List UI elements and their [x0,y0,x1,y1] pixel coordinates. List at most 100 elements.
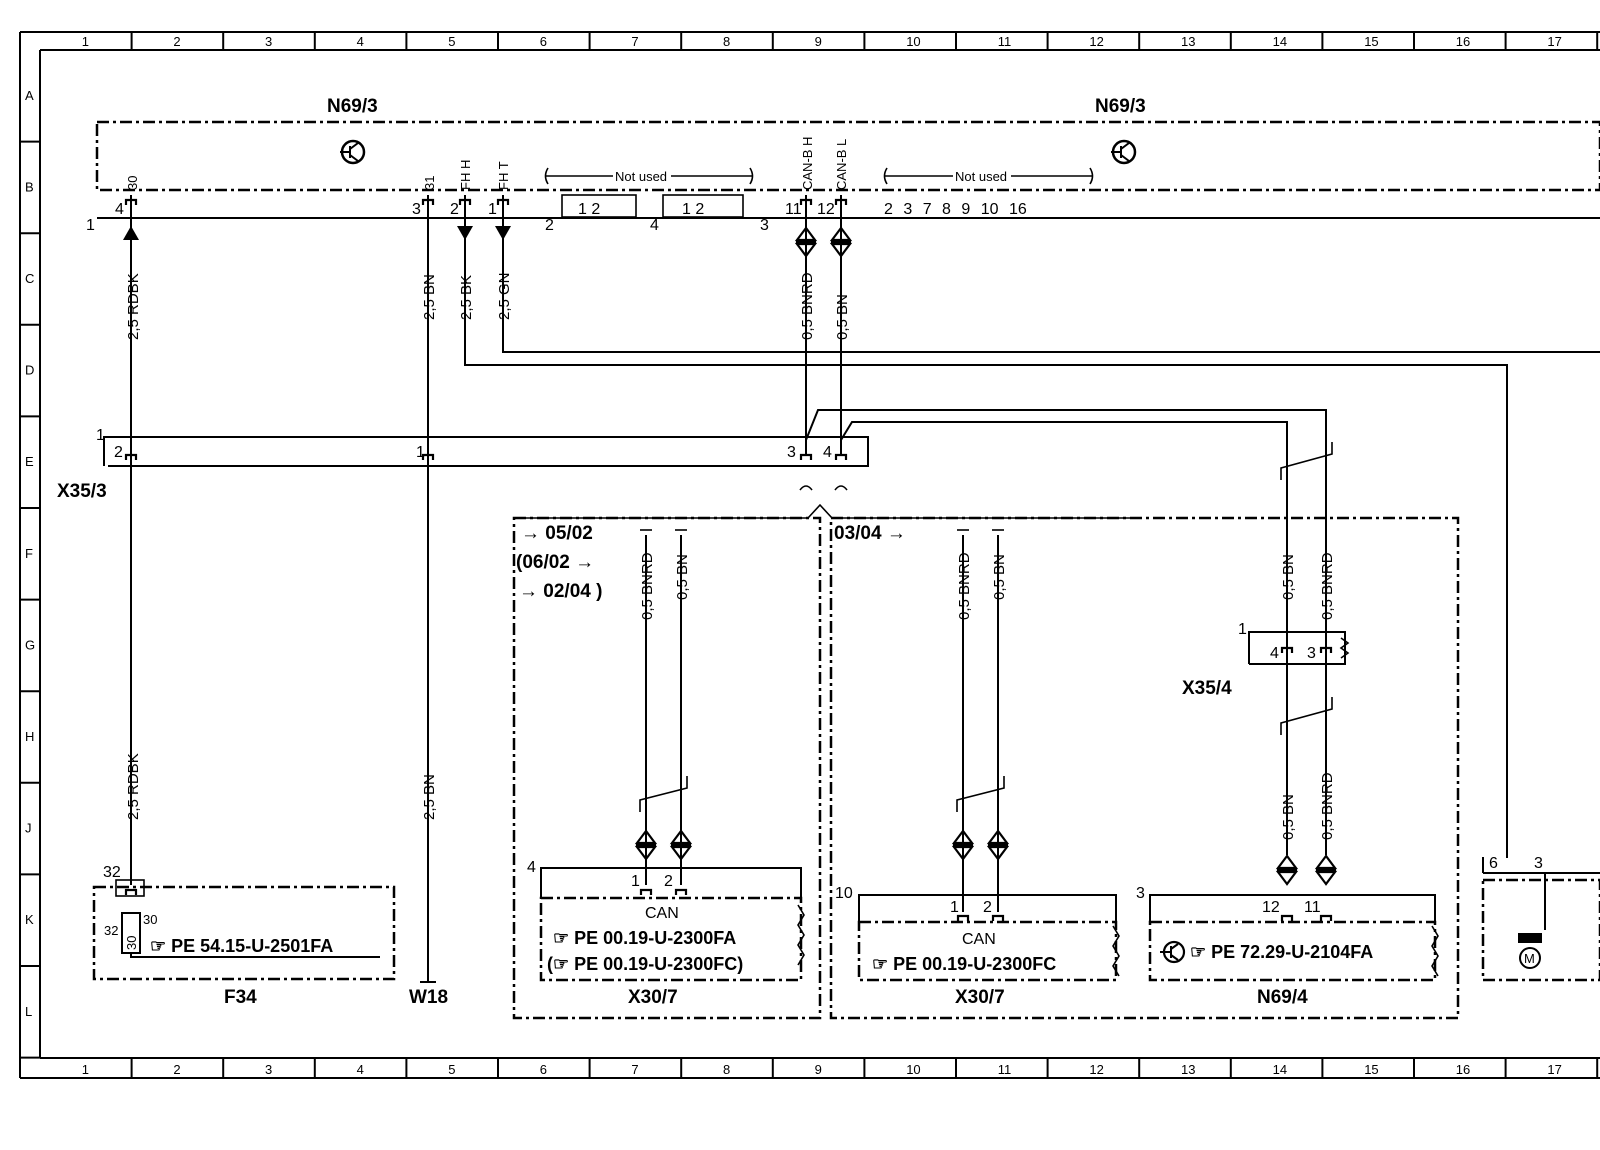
wire [639,529,1005,912]
row-letter: F [25,546,33,561]
x30-7-b-box: 10 1 2 CAN ☞ PE 00.19-U-2300FC [835,885,1120,982]
column-number: 6 [540,34,547,49]
column-number: 2 [173,1062,180,1077]
pin-number: 12 [817,201,835,218]
reference-link[interactable]: ☞ PE 00.19-U-2300FC [872,954,1056,974]
x35-4-connector: 1 4 3 [1238,442,1350,735]
pin-number: 30 [124,936,139,950]
wire-label: 0,5 BN [834,294,851,340]
wire-label: 0,5 BNRD [639,552,656,620]
pin-number: 2 [450,201,459,218]
pin-number: 2 [664,873,673,890]
wire-label: 0,5 BN [1280,794,1297,840]
bidirectional-arrow-icon [1275,854,1299,886]
reference-link[interactable]: ☞ PE 72.29-U-2104FA [1190,942,1373,962]
pin-number: 3 [787,444,796,461]
reference-link[interactable]: (☞ PE 00.19-U-2300FC) [547,954,743,974]
transistor-icon [340,139,366,165]
row-letter: J [25,821,32,836]
terminal-marker [1319,914,1333,921]
terminal-marker [1280,646,1294,653]
pin-number: 1 [488,201,497,218]
pin-number: 1 [950,899,959,916]
wire-label: 0,5 BNRD [799,272,816,340]
date-label: (06/02 → [516,552,594,573]
row-letter: A [25,88,34,103]
terminal-markers [124,198,1333,921]
terminal-marker [1280,914,1294,921]
terminal-marker [124,888,138,895]
not-used-group: Not used 1 2 1 2 [544,167,754,218]
pin-number: 32 [104,923,118,938]
pin-number: 1 [1238,621,1247,638]
pin-number: 2 [114,444,123,461]
wire-label: 0,5 BNRD [1319,552,1336,620]
f34-label: F34 [224,987,257,1008]
x35-4-label: X35/4 [1182,678,1232,699]
variant-bracket [514,503,1130,519]
pin-number: 11 [785,201,802,218]
terminal-marker [674,888,688,895]
bidirectional-arrow-icon [829,226,853,258]
pin-number: 1 [631,873,640,890]
column-number: 4 [357,34,364,49]
terminal-marker [799,198,813,205]
pin-name: CAN-B L [834,139,849,190]
bidirectional-arrow-icon [794,226,818,258]
pin-number: 2 [983,899,992,916]
w18-label: W18 [409,987,448,1008]
date-label: → 02/04 ) [519,581,602,602]
pin-number: 4 [1270,645,1279,662]
pin-name: FH T [496,161,511,190]
pin-number: 3 [412,201,421,218]
pin-number: 12 [1262,899,1280,916]
pin-number: 11 [1304,899,1321,916]
conn-label: 4 [650,217,659,234]
not-used-label: Not used [615,169,667,184]
x30-7-label: X30/7 [628,987,678,1008]
column-number: 9 [815,34,822,49]
row-letter: C [25,271,34,286]
terminal-marker [124,198,138,205]
not-used-group: Not used 2 3 7 8 9 10 16 [883,167,1094,218]
wire-label: 0,5 BNRD [956,552,973,620]
terminal-marker [124,453,138,460]
column-number: 2 [173,34,180,49]
wire-break [799,485,848,491]
f34-fuse-box: 32 32 30 30 ☞ PE 54.15-U-2501FA [92,864,396,981]
can-label: CAN [962,931,996,948]
pin-number: 3 [1136,885,1145,902]
reference-link[interactable]: ☞ PE 00.19-U-2300FA [553,928,736,948]
terminal-marker [1319,646,1333,653]
not-used-label: Not used [955,169,1007,184]
column-number: 13 [1181,1062,1195,1077]
column-number: 3 [265,1062,272,1077]
transistor-icon [1111,139,1137,165]
column-number: 8 [723,1062,730,1077]
bidirectional-arrows [634,226,1338,886]
svg-text:M: M [1524,951,1535,966]
pin-name: FH H [458,160,473,190]
row-letter: L [25,1004,32,1019]
reference-link[interactable]: ☞ PE 54.15-U-2501FA [150,936,333,956]
pin-number: 4 [527,859,536,876]
pin-number: 6 [1489,855,1498,872]
pin-name: 31 [422,176,437,190]
column-number: 10 [906,34,920,49]
column-number: 11 [998,34,1012,49]
terminal-marker [834,453,848,460]
column-number: 15 [1364,34,1378,49]
row-letter: D [25,363,34,378]
column-number: 7 [631,34,638,49]
pin-number: 32 [103,864,121,881]
pin-number: 30 [143,912,157,927]
terminal-marker [421,453,435,460]
column-number: 13 [1181,34,1195,49]
date-label: → 05/02 [521,523,593,544]
column-number: 12 [1089,1062,1103,1077]
column-number: 9 [815,1062,822,1077]
n69-3-box [95,120,1600,192]
terminal-marker [799,453,813,460]
